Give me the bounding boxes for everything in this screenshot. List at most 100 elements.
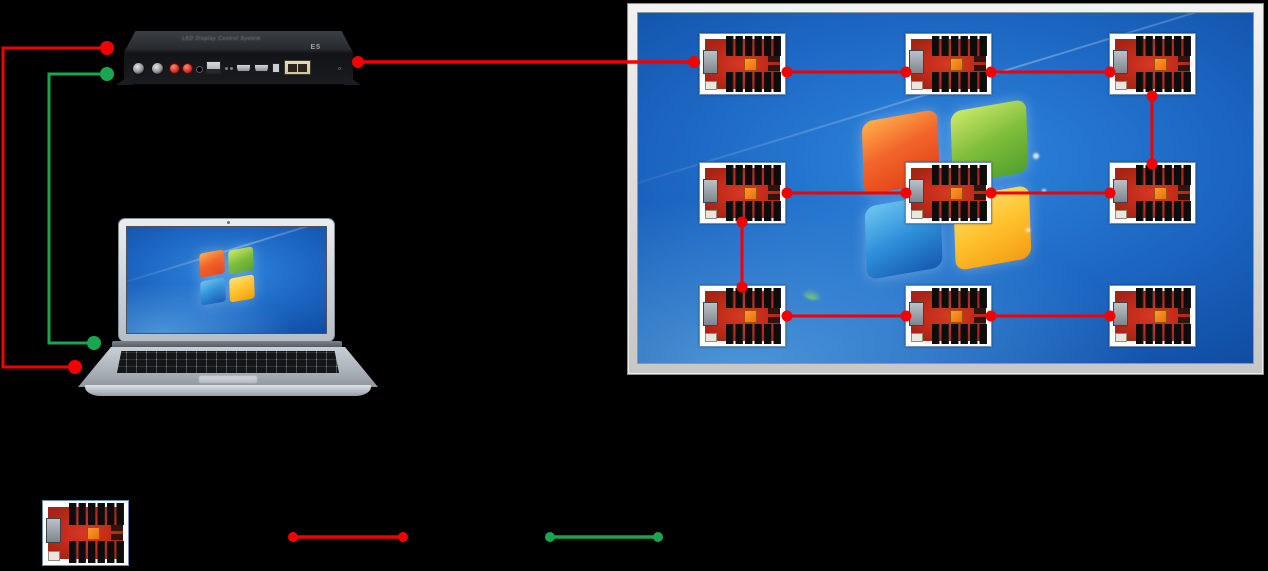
pin-headers-top-icon (1136, 287, 1193, 309)
smd-ic-icon (768, 185, 780, 192)
red-knob-connector-icon (169, 63, 180, 74)
pin-headers-bottom-icon (932, 323, 989, 345)
rj45-port-icon (1113, 178, 1128, 203)
receiving-card-r2-c2 (905, 162, 992, 224)
driver-chip-icon (1154, 310, 1167, 323)
laptop-keyboard-deck (78, 347, 378, 387)
smd-ic-icon (1178, 193, 1190, 200)
webcam-icon (226, 221, 230, 224)
receiving-card-r2-c1 (699, 162, 786, 224)
wallpaper-sparkle (1033, 153, 1039, 159)
receiving-card-r2-c3 (1109, 162, 1196, 224)
smd-ic-icon (111, 533, 123, 541)
smd-ic-icon (974, 64, 986, 71)
rj45-port-icon (909, 178, 924, 203)
smd-ic-icon (1178, 308, 1190, 315)
smd-ic-icon (974, 308, 986, 315)
sender-brand-logo: E5 (310, 44, 321, 51)
driver-chip-icon (1154, 58, 1167, 71)
rj45-port-icon (1113, 49, 1128, 74)
rj45-port-icon (703, 178, 718, 203)
pin-headers-bottom-icon (1136, 323, 1193, 345)
receiving-card-r3-c3 (1109, 285, 1196, 347)
laptop-hinge (112, 341, 342, 349)
driver-chip-icon (950, 310, 963, 323)
power-connector-icon (48, 550, 61, 561)
power-connector-icon (1115, 209, 1128, 219)
pin-headers-top-icon (1136, 35, 1193, 57)
pin-headers-bottom-icon (1136, 200, 1193, 222)
pin-headers-bottom-icon (726, 200, 783, 222)
av-connector-icon (132, 62, 145, 75)
smd-ic-icon (768, 56, 780, 63)
red-knob-connector-icon (182, 63, 193, 74)
smd-ic-icon (1178, 64, 1190, 71)
smd-ic-icon (974, 316, 986, 323)
smd-ic-icon (1178, 316, 1190, 323)
pin-headers-bottom-icon (932, 200, 989, 222)
legend-receiving-card (42, 500, 129, 566)
power-connector-icon (911, 80, 924, 90)
pin-headers-bottom-icon (932, 71, 989, 93)
pin-headers-bottom-icon (69, 541, 126, 564)
led-output-ports-icon (284, 60, 311, 75)
indicator-led-icon (230, 67, 233, 70)
receiving-card-r1-c1 (699, 33, 786, 95)
laptop-keyboard (117, 351, 339, 373)
pin-headers-top-icon (726, 164, 783, 186)
receiving-card-r3-c2 (905, 285, 992, 347)
smd-ic-icon (974, 56, 986, 63)
audio-jack-icon (196, 66, 203, 73)
smd-ic-icon (974, 185, 986, 192)
rj45-port-icon (703, 49, 718, 74)
rj45-port-icon (703, 301, 718, 326)
pin-headers-top-icon (726, 35, 783, 57)
power-connector-icon (1115, 80, 1128, 90)
laptop-front-edge (85, 385, 371, 396)
power-connector-icon (911, 332, 924, 342)
power-connector-icon (1115, 332, 1128, 342)
wallpaper-sparkle (1026, 228, 1030, 232)
ethernet-port-icon (206, 61, 221, 74)
receiving-card-r1-c3 (1109, 33, 1196, 95)
driver-chip-icon (744, 187, 757, 200)
smd-ic-icon (1178, 185, 1190, 192)
pin-headers-top-icon (726, 287, 783, 309)
smd-ic-icon (768, 316, 780, 323)
smd-ic-icon (768, 64, 780, 71)
rj45-port-icon (909, 49, 924, 74)
receiving-card-r1-c2 (905, 33, 992, 95)
indicator-led-icon (225, 67, 228, 70)
sender-box-chassis (124, 31, 353, 84)
wallpaper-sparkle (1042, 189, 1046, 193)
pin-headers-top-icon (69, 502, 126, 525)
pin-headers-bottom-icon (726, 323, 783, 345)
power-connector-icon (705, 209, 718, 219)
power-connector-icon (705, 80, 718, 90)
usb-port-icon (272, 63, 280, 73)
pin-headers-top-icon (932, 35, 989, 57)
pin-headers-top-icon (1136, 164, 1193, 186)
driver-chip-icon (744, 310, 757, 323)
power-connector-icon (911, 209, 924, 219)
pin-headers-bottom-icon (1136, 71, 1193, 93)
receiving-card-r3-c1 (699, 285, 786, 347)
driver-chip-icon (950, 187, 963, 200)
smd-ic-icon (768, 193, 780, 200)
rj45-port-icon (909, 301, 924, 326)
wallpaper-sprig (802, 284, 830, 300)
driver-chip-icon (950, 58, 963, 71)
pin-headers-top-icon (932, 287, 989, 309)
driver-chip-icon (1154, 187, 1167, 200)
laptop-touchpad (198, 375, 258, 384)
reset-hole-icon (338, 67, 341, 70)
driver-chip-icon (744, 58, 757, 71)
audio-connector-icon (151, 62, 164, 75)
smd-ic-icon (974, 193, 986, 200)
smd-ic-icon (1178, 56, 1190, 63)
pin-headers-top-icon (932, 164, 989, 186)
driver-chip-icon (87, 526, 100, 541)
laptop-display (126, 226, 327, 334)
